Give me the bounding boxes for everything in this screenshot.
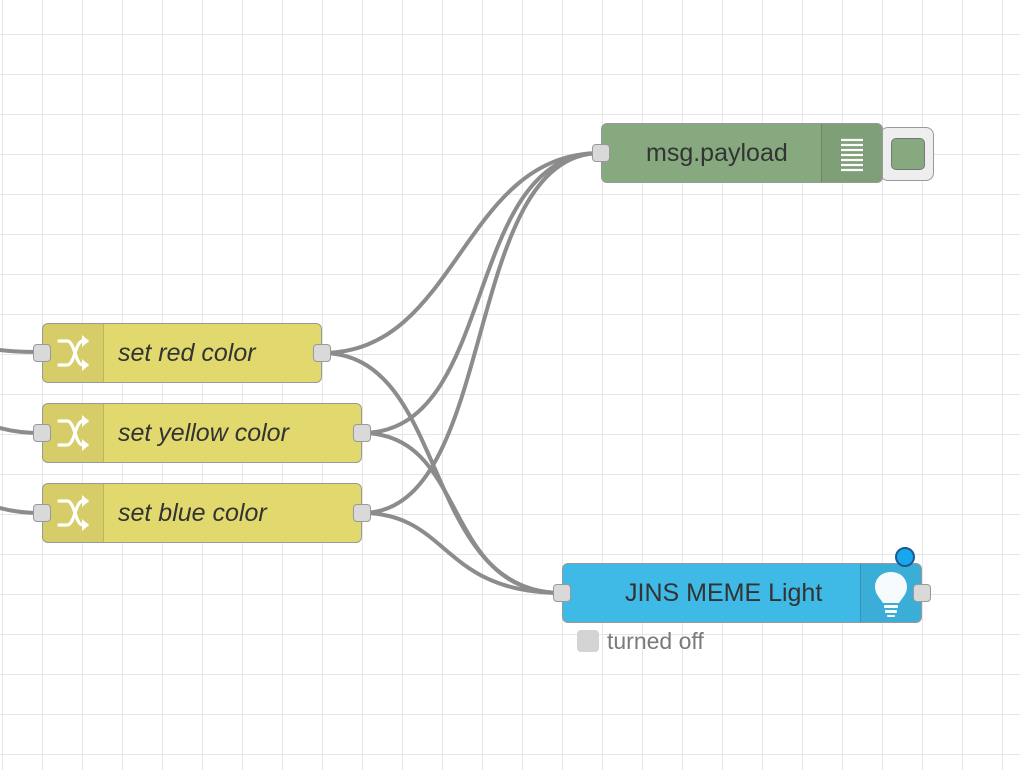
debug-node-label: msg.payload (646, 139, 788, 167)
change-node-set-blue-color[interactable]: set blue color (33, 483, 371, 543)
change-node-label: set blue color (118, 499, 267, 527)
wire-yellow-to-debug[interactable] (360, 151, 603, 435)
wire-yellow-to-light[interactable] (360, 431, 564, 595)
shuffle-icon (43, 404, 104, 462)
light-node-jins-meme-light[interactable]: JINS MEME Light (553, 563, 931, 623)
change-blue-input-port[interactable] (33, 504, 51, 522)
light-node-label: JINS MEME Light (625, 579, 823, 607)
change-red-output-port[interactable] (313, 344, 331, 362)
lightbulb-icon (860, 564, 921, 622)
change-node-label: set red color (118, 339, 256, 367)
node-changed-indicator (895, 547, 915, 567)
change-node-label: set yellow color (118, 419, 289, 447)
light-status-text: turned off (607, 628, 704, 654)
status-indicator (577, 630, 599, 652)
wire-blue-to-light[interactable] (360, 511, 564, 595)
shuffle-icon (43, 484, 104, 542)
change-node-set-red-color[interactable]: set red color (33, 323, 331, 383)
wire-red-to-debug[interactable] (320, 151, 603, 355)
change-node-set-yellow-color[interactable]: set yellow color (33, 403, 371, 463)
light-input-port[interactable] (553, 584, 571, 602)
wire-blue-to-debug[interactable] (360, 151, 603, 515)
change-yellow-input-port[interactable] (33, 424, 51, 442)
shuffle-icon (43, 324, 104, 382)
debug-list-icon (821, 124, 882, 182)
change-yellow-output-port[interactable] (353, 424, 371, 442)
debug-input-port[interactable] (592, 144, 610, 162)
debug-toggle-indicator (891, 138, 925, 170)
change-red-input-port[interactable] (33, 344, 51, 362)
debug-node-msg-payload[interactable]: msg.payload (592, 123, 883, 183)
wire-red-to-light[interactable] (320, 351, 564, 595)
light-output-port[interactable] (913, 584, 931, 602)
debug-toggle-button[interactable] (880, 127, 934, 181)
change-blue-output-port[interactable] (353, 504, 371, 522)
